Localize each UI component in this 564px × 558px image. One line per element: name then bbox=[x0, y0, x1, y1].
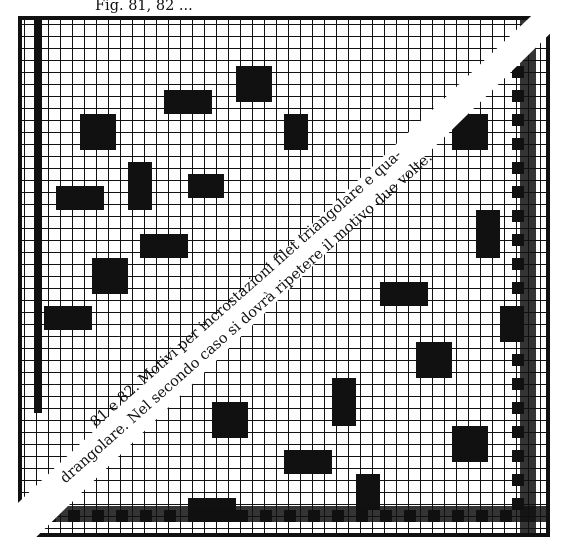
square-right-border bbox=[520, 18, 536, 535]
triangle-left-border bbox=[34, 18, 42, 413]
header-fragment: Fig. 81, 82 ... bbox=[95, 0, 193, 14]
square-bottom-border bbox=[20, 506, 548, 522]
